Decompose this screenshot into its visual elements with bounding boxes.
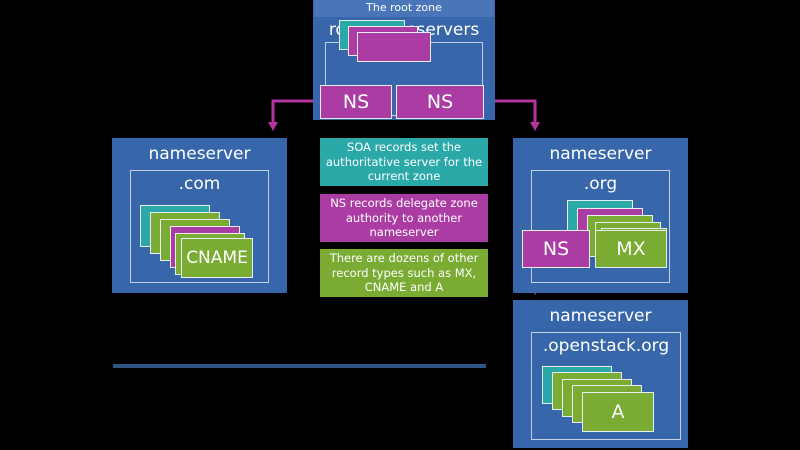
root-ns-card-2[interactable]: NS — [396, 85, 484, 119]
openstack-zone-box[interactable]: nameserver .openstack.org A — [513, 300, 688, 448]
com-cname-card-label: CNAME — [186, 248, 248, 268]
legend-ns-text: NS records delegate zone authority to an… — [330, 196, 478, 240]
root-ns-card-1[interactable]: NS — [320, 85, 392, 119]
openstack-a-card[interactable]: A — [582, 392, 654, 432]
org-zone-name: .org — [583, 174, 618, 194]
legend-ns[interactable]: NS records delegate zone authority to an… — [320, 194, 488, 242]
org-ns-card[interactable]: NS — [522, 230, 590, 268]
org-zone-box[interactable]: nameserver .org NS MX — [513, 138, 688, 293]
legend-other-records-text: There are dozens of other record types s… — [329, 251, 479, 295]
org-zone-title: nameserver — [549, 144, 652, 164]
com-cname-card[interactable]: CNAME — [181, 238, 253, 278]
openstack-a-card-label: A — [611, 401, 625, 423]
root-zone-strip: The root zone — [314, 0, 494, 17]
openstack-zone-inner-panel: .openstack.org — [531, 332, 681, 440]
root-zone-strip-label: The root zone — [366, 1, 442, 14]
org-zone-inner-panel: .org — [531, 170, 670, 283]
com-zone-name: .com — [178, 174, 221, 194]
com-zone-inner-panel: .com — [130, 170, 269, 283]
legend-soa[interactable]: SOA records set the authoritative server… — [320, 138, 488, 186]
root-ns-card-1-label: NS — [342, 91, 370, 113]
root-ns-card-2-label: NS — [426, 91, 454, 113]
root-zone-box[interactable]: The root zone root nameservers . NS NS — [313, 0, 495, 120]
openstack-zone-name: .openstack.org — [542, 336, 670, 356]
org-mx-card[interactable]: MX — [595, 230, 667, 268]
record-card-ns-back-2[interactable] — [357, 32, 431, 62]
legend-other-records[interactable]: There are dozens of other record types s… — [320, 249, 488, 297]
legend-soa-text: SOA records set the authoritative server… — [325, 140, 483, 184]
org-mx-card-label: MX — [616, 238, 646, 260]
com-zone-title: nameserver — [148, 144, 251, 164]
openstack-zone-title: nameserver — [549, 306, 652, 326]
org-ns-card-label: NS — [542, 238, 570, 260]
section-divider — [113, 364, 486, 368]
com-zone-box[interactable]: nameserver .com CNAME — [112, 138, 287, 293]
